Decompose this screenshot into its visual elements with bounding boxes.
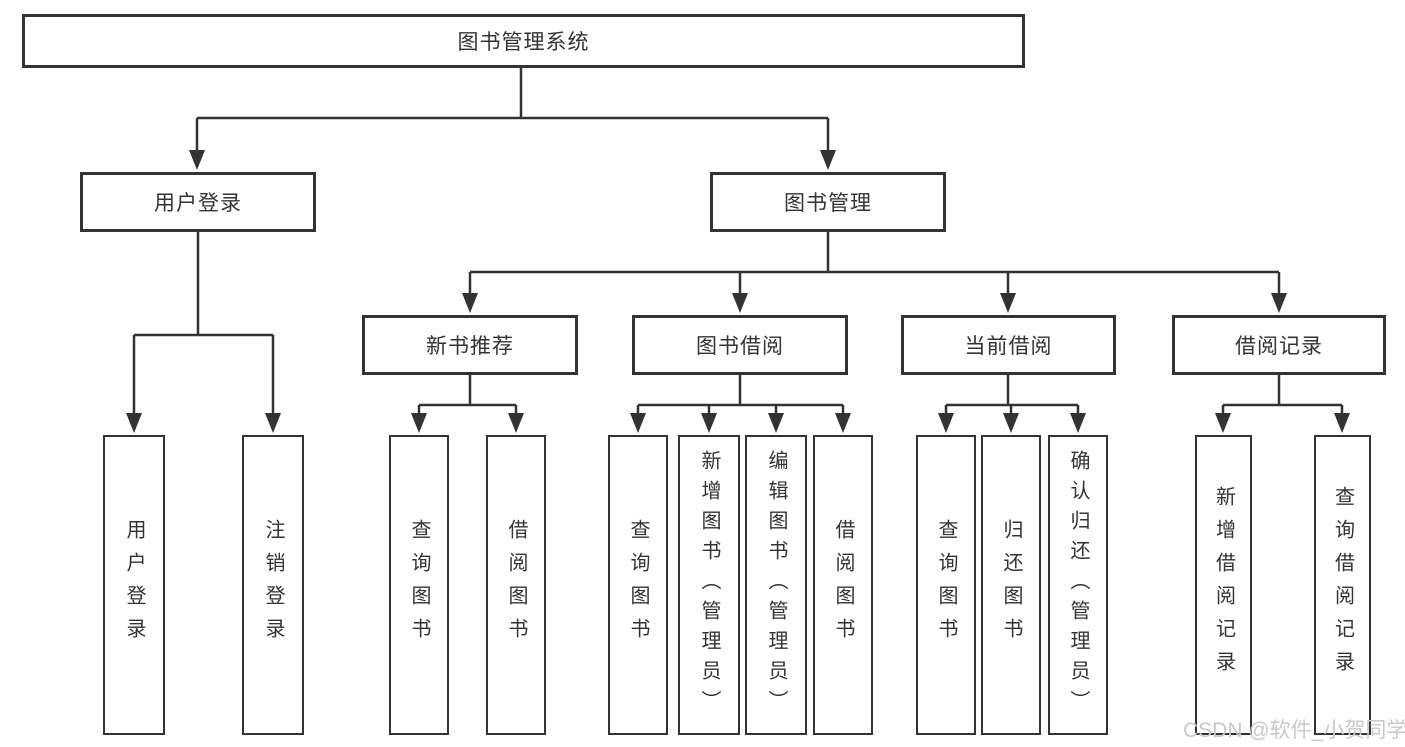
node-borrow-records: 借阅记录 (1172, 315, 1386, 375)
leaf-logout: 注销登录 (242, 435, 304, 735)
leaf-add-book-admin-label: 新增图书（管理员） (698, 450, 720, 720)
leaf-query-books-borrow: 查询图书 (608, 435, 668, 735)
leaf-query-books-current: 查询图书 (916, 435, 976, 735)
arrowheads-level3 (462, 293, 1287, 313)
leaf-logout-label: 注销登录 (262, 519, 284, 651)
node-current-borrowing: 当前借阅 (901, 315, 1116, 375)
leaf-query-borrow-record-label: 查询借阅记录 (1331, 486, 1354, 684)
connector-book-mgmt-to-level3 (468, 232, 1281, 294)
leaf-add-borrow-record-label: 新增借阅记录 (1212, 486, 1235, 684)
node-user-login-label: 用户登录 (154, 192, 242, 215)
leaf-edit-book-admin-label: 编辑图书（管理员） (765, 450, 787, 720)
arrowheads-new-book-children (411, 413, 524, 433)
csdn-watermark: CSDN @软件_小贺同学 (1183, 719, 1405, 742)
leaf-user-login-label: 用户登录 (123, 519, 145, 651)
connector-current-borrow-children (944, 375, 1080, 414)
arrowheads-level2 (189, 150, 836, 170)
node-new-book-recommend-label: 新书推荐 (426, 335, 514, 358)
leaf-query-books-borrow-label: 查询图书 (627, 519, 649, 651)
leaf-borrow-books-borrow: 借阅图书 (813, 435, 873, 735)
leaf-add-book-admin: 新增图书（管理员） (678, 435, 740, 735)
leaf-query-books-recommend-label: 查询图书 (408, 519, 430, 651)
leaf-borrow-books-recommend-label: 借阅图书 (505, 519, 527, 651)
leaf-borrow-books-borrow-label: 借阅图书 (832, 519, 854, 651)
leaf-confirm-return-admin-label: 确认归还（管理员） (1067, 450, 1089, 720)
leaf-edit-book-admin: 编辑图书（管理员） (745, 435, 807, 735)
node-root: 图书管理系统 (22, 14, 1025, 68)
connector-user-login-children (132, 232, 275, 413)
arrowheads-current-borrow-children (938, 413, 1086, 433)
node-book-management: 图书管理 (710, 172, 946, 232)
node-borrow-records-label: 借阅记录 (1235, 335, 1323, 358)
node-book-borrowing-label: 图书借阅 (696, 335, 784, 358)
leaf-return-books: 归还图书 (981, 435, 1041, 735)
node-root-label: 图书管理系统 (457, 31, 590, 54)
leaf-add-borrow-record: 新增借阅记录 (1195, 435, 1252, 735)
leaf-borrow-books-recommend: 借阅图书 (486, 435, 546, 735)
leaf-confirm-return-admin: 确认归还（管理员） (1048, 435, 1108, 735)
node-user-login: 用户登录 (80, 172, 316, 232)
node-new-book-recommend: 新书推荐 (362, 315, 578, 375)
arrowheads-user-login-children (126, 413, 281, 433)
connector-root-to-level2 (195, 68, 830, 152)
leaf-query-borrow-record: 查询借阅记录 (1314, 435, 1371, 735)
leaf-return-books-label: 归还图书 (1000, 519, 1022, 651)
leaf-query-books-recommend: 查询图书 (389, 435, 449, 735)
node-book-management-label: 图书管理 (784, 192, 872, 215)
connector-new-book-children (417, 375, 518, 414)
leaf-query-books-current-label: 查询图书 (935, 519, 957, 651)
connector-borrow-records-children (1221, 375, 1344, 414)
arrowheads-borrow-records-children (1215, 413, 1350, 433)
node-current-borrowing-label: 当前借阅 (964, 335, 1053, 358)
arrowheads-book-borrow-children (630, 413, 851, 433)
node-book-borrowing: 图书借阅 (632, 315, 848, 375)
connector-book-borrow-children (636, 375, 845, 414)
leaf-user-login: 用户登录 (103, 435, 165, 735)
